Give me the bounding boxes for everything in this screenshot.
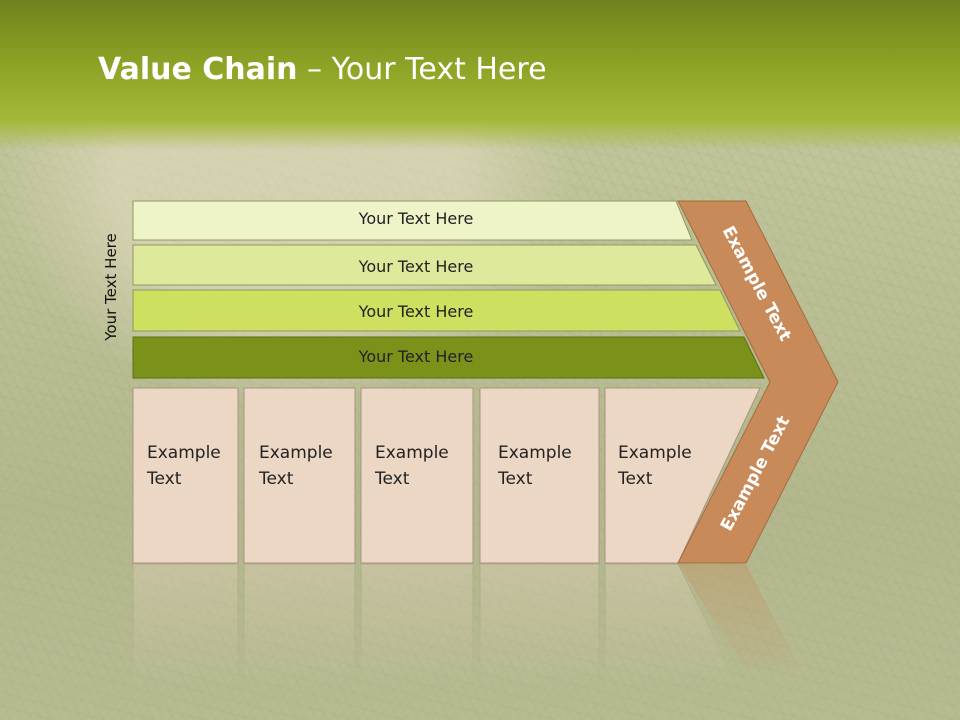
title-bold: Value Chain (98, 52, 298, 87)
band-2 (132, 244, 717, 286)
chevron-arrow (677, 200, 839, 564)
box-2-line1: Example (259, 443, 333, 463)
band-3 (132, 289, 741, 332)
band-2-label: Your Text Here (358, 257, 474, 276)
box-2 (243, 387, 356, 564)
band-1-label: Your Text Here (358, 209, 474, 228)
box-5-line1: Example (618, 443, 692, 463)
title-bar (0, 0, 960, 150)
box-4-line2: Text (498, 469, 533, 489)
box-4-line1: Example (498, 443, 572, 463)
box-1 (132, 387, 239, 564)
band-4-label: Your Text Here (358, 347, 474, 366)
band-1 (132, 200, 693, 241)
band-3-label: Your Text Here (358, 302, 474, 321)
box-5-line2: Text (618, 469, 653, 489)
box-3-line2: Text (375, 469, 410, 489)
box-4 (479, 387, 600, 564)
box-2-line2: Text (259, 469, 294, 489)
box-1-line1: Example (147, 443, 221, 463)
band-4 (132, 336, 765, 379)
box-3 (360, 387, 474, 564)
box-1-line2: Text (147, 469, 182, 489)
page-title: Value Chain – Your Text Here (98, 52, 547, 87)
box-3-line1: Example (375, 443, 449, 463)
title-rest: – Your Text Here (297, 52, 547, 87)
